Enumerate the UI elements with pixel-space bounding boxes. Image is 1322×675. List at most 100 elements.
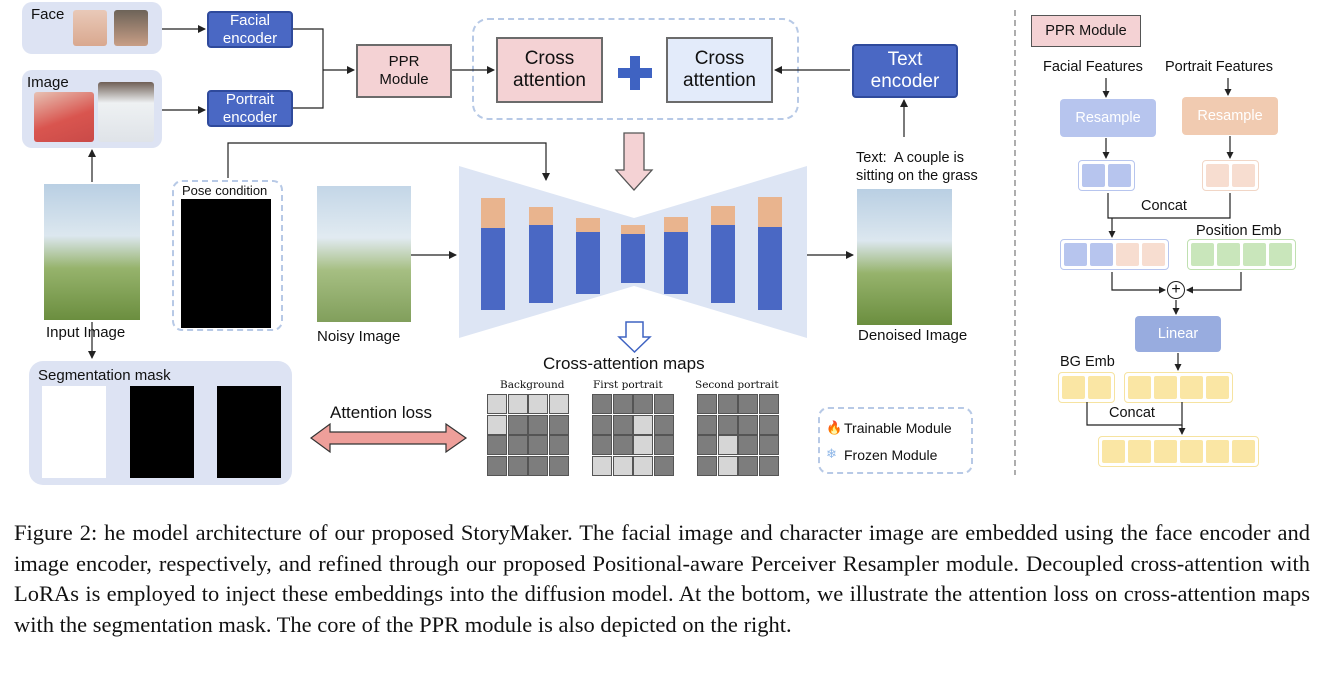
attention-map-cell	[548, 455, 569, 476]
attention-map-cell	[697, 455, 717, 476]
pose-condition-label: Pose condition	[182, 183, 268, 198]
linear-output-tokens	[1124, 372, 1233, 403]
ppr-title-box: PPR Module	[1031, 15, 1141, 47]
linear-box: Linear	[1135, 316, 1221, 352]
segmentation-mask-label: Segmentation mask	[38, 367, 171, 384]
attention-map-cell	[507, 455, 528, 476]
unet-bar-6	[711, 206, 735, 225]
plus-icon	[618, 56, 652, 90]
attention-map-cell	[653, 455, 674, 476]
face-thumb-2	[114, 10, 148, 46]
cross-attention-frozen-box: Cross attention	[666, 37, 773, 103]
unet-bar-7-base	[758, 227, 782, 310]
attention-map-cell	[548, 394, 569, 414]
portrait-thumb-1	[34, 92, 94, 142]
attention-map-cell	[633, 394, 653, 414]
facial-features-label: Facial Features	[1043, 59, 1143, 75]
attention-map-cell	[717, 435, 738, 455]
attention-map-cell	[548, 435, 569, 455]
portrait-encoder-box: Portrait encoder	[207, 90, 293, 127]
cross-attention-trainable-box: Cross attention	[496, 37, 603, 103]
denoised-image	[857, 189, 952, 325]
attention-map-cell	[717, 455, 738, 476]
resample-right-box: Resample	[1182, 97, 1278, 135]
attention-map-cell	[758, 455, 779, 476]
facial-tokens	[1078, 160, 1135, 191]
portrait-features-label: Portrait Features	[1165, 59, 1273, 75]
position-emb-label: Position Emb	[1196, 223, 1282, 239]
attention-map-cell	[507, 394, 528, 414]
mask-background	[42, 386, 106, 478]
attention-map-cell	[633, 435, 653, 455]
cross-attention-maps-label: Cross-attention maps	[543, 354, 705, 373]
pose-skeleton-image	[181, 199, 271, 328]
facial-encoder-label: Facial encoder	[222, 11, 278, 47]
unet-bar-1-base	[481, 228, 505, 310]
attention-map-cell	[592, 394, 612, 414]
attention-map-cell	[592, 435, 612, 455]
unet-bar-5	[664, 217, 688, 232]
attention-map-cell	[528, 455, 548, 476]
attention-map-cell	[487, 414, 507, 435]
unet-bar-7	[758, 197, 782, 227]
attention-map-cell	[738, 455, 758, 476]
noisy-image-label: Noisy Image	[317, 328, 401, 345]
input-image-label: Input Image	[46, 324, 126, 341]
ppr-module-box: PPR Module	[356, 44, 452, 98]
map-label-second-portrait: Second portrait	[695, 379, 779, 391]
unet-bar-3	[576, 218, 600, 232]
attention-map-cell	[507, 414, 528, 435]
attention-map-cell	[697, 414, 717, 435]
attention-map-cell	[738, 414, 758, 435]
map-label-first-portrait: First portrait	[593, 379, 663, 391]
denoised-image-label: Denoised Image	[858, 327, 968, 344]
add-icon: +	[1167, 281, 1185, 299]
ppr-title: PPR Module	[1045, 23, 1127, 39]
unet-bar-2	[529, 207, 553, 225]
attention-map-cell	[592, 414, 612, 435]
attention-loss-label: Attention loss	[330, 403, 433, 422]
face-label: Face	[31, 6, 65, 23]
legend-box	[818, 407, 973, 474]
position-emb-tokens	[1187, 239, 1296, 270]
attention-map-cell	[653, 435, 674, 455]
attention-map-cell	[697, 435, 717, 455]
add-symbol: +	[1171, 281, 1181, 298]
fire-icon: 🔥	[826, 420, 843, 435]
attention-map-cell	[633, 414, 653, 435]
linear-label: Linear	[1157, 326, 1199, 342]
attention-map-cell	[548, 414, 569, 435]
attention-map-cell	[738, 435, 758, 455]
attention-map-cell	[612, 455, 633, 476]
noisy-image	[317, 186, 411, 322]
portrait-tokens	[1202, 160, 1259, 191]
mask-second-portrait	[217, 386, 281, 478]
attention-map-cell	[653, 414, 674, 435]
unet-bar-4-base	[621, 234, 645, 283]
attention-map-cell	[487, 435, 507, 455]
ppr-module-label: PPR Module	[379, 53, 429, 88]
attention-map-cell	[487, 394, 507, 414]
unet-bar-6-base	[711, 225, 735, 303]
attention-map-cell	[758, 435, 779, 455]
attention-map-cell	[717, 394, 738, 414]
facial-encoder-box: Facial encoder	[207, 11, 293, 48]
face-thumb-1	[73, 10, 107, 46]
attention-map-cell	[758, 394, 779, 414]
ppr-connectors	[1086, 78, 1242, 435]
text-encoder-label: Text encoder	[870, 49, 940, 92]
input-image	[44, 184, 140, 320]
final-tokens	[1098, 436, 1259, 467]
concat-tokens	[1060, 239, 1169, 270]
resample-right-label: Resample	[1197, 108, 1263, 124]
concat-bottom-label: Concat	[1109, 405, 1155, 421]
attention-map-cell	[717, 414, 738, 435]
image-label: Image	[27, 74, 69, 91]
attention-map-cell	[653, 394, 674, 414]
bg-emb-label: BG Emb	[1060, 354, 1115, 370]
attention-map-cell	[507, 435, 528, 455]
attention-map-cell	[612, 394, 633, 414]
text-prompt: Text: A couple is sitting on the grass	[856, 150, 978, 184]
attention-map-cell	[528, 414, 548, 435]
unet-bar-2-base	[529, 225, 553, 303]
